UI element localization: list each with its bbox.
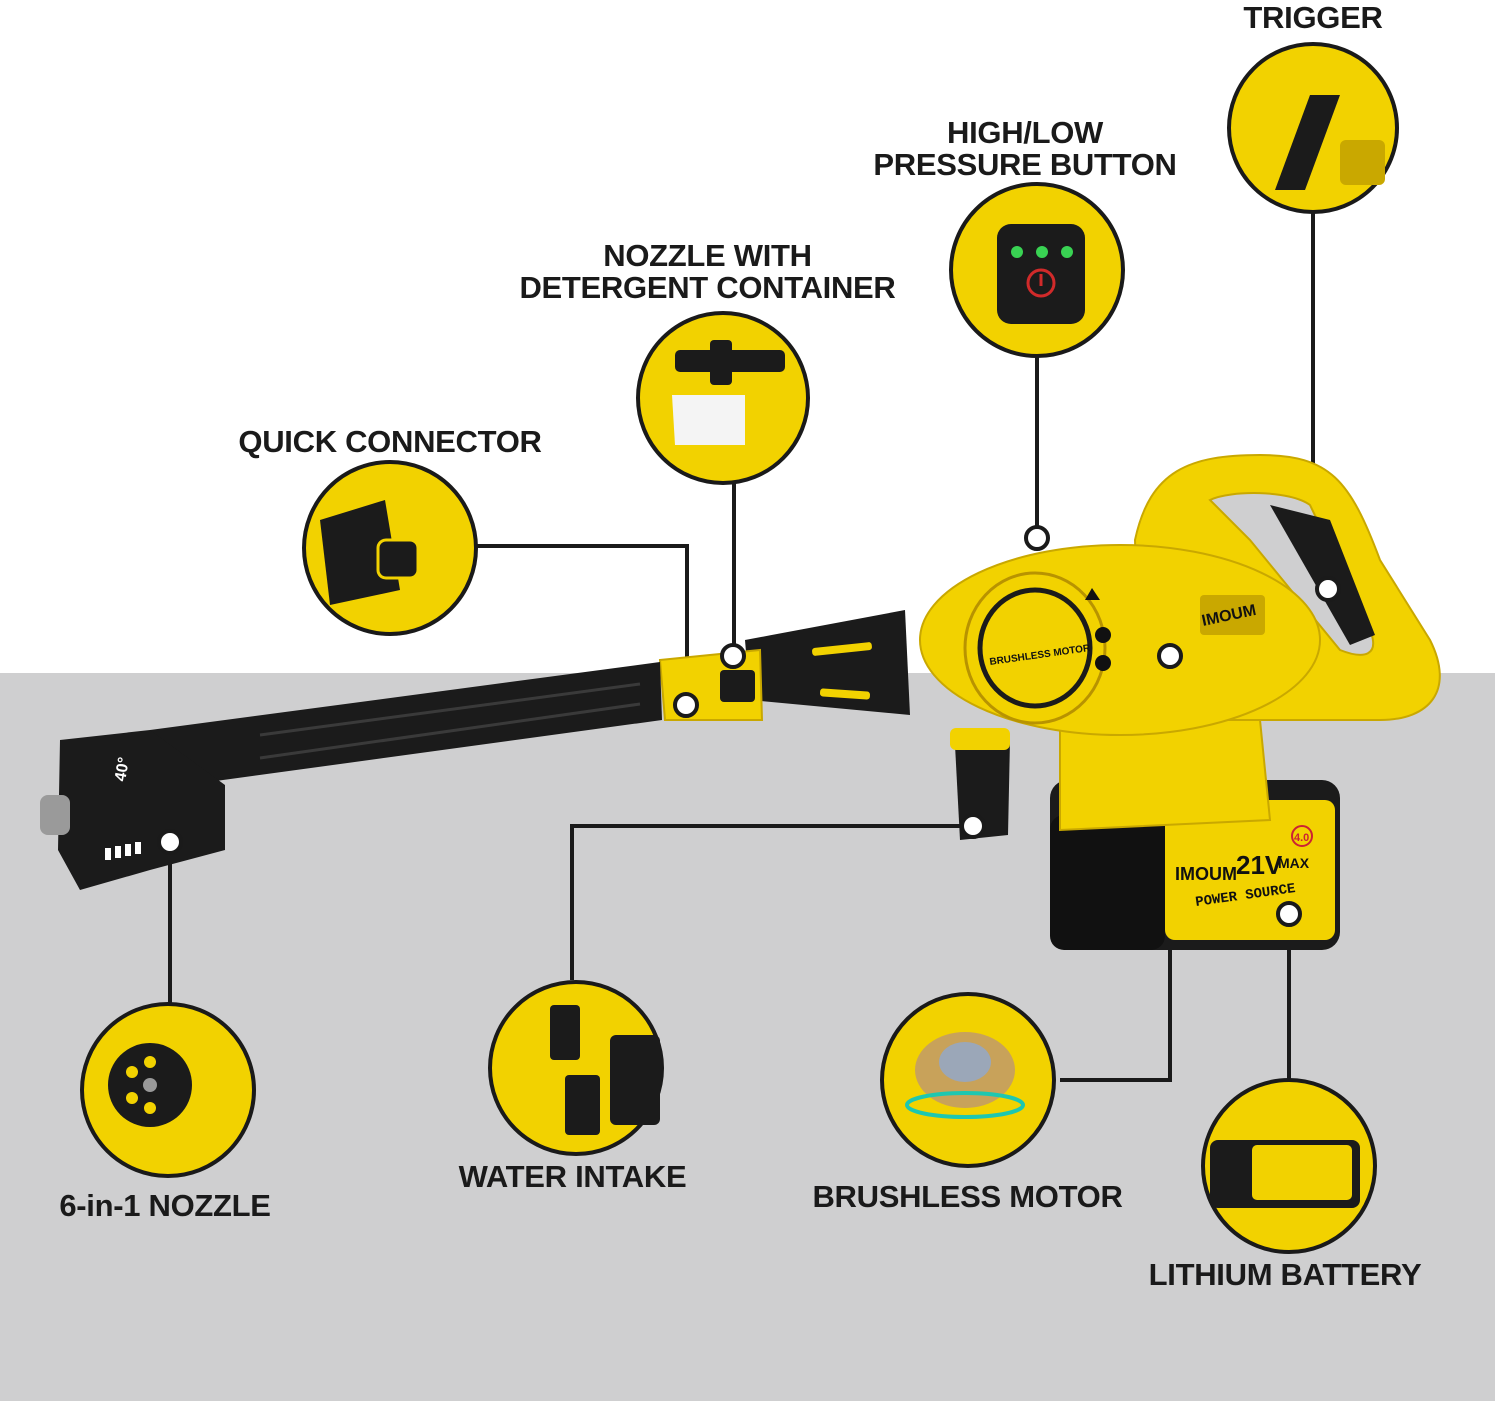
trigger-dot [1315, 576, 1341, 602]
callout-dots [157, 525, 1341, 927]
water-intake-callout-line [570, 824, 973, 980]
label-brushless-motor: BRUSHLESS MOTOR [812, 1179, 1123, 1214]
zoom-water-intake [488, 980, 664, 1156]
water-intake-dot [960, 813, 986, 839]
nozzle-dot [157, 829, 183, 855]
battery-pack: IMOUM 21V MAX POWER SOURCE 4.0 [1050, 780, 1340, 950]
label-water-intake: WATER INTAKE [458, 1159, 687, 1194]
barrel-assembly: 40° [40, 610, 1010, 890]
label-pressure-button: HIGH/LOW PRESSURE BUTTON [860, 117, 1190, 181]
pressure-dot [1024, 525, 1050, 551]
nozzle-angle-text: 40° [112, 756, 133, 783]
battery-capacity-text: 4.0 [1294, 832, 1309, 844]
zoom-nozzle-detergent [636, 311, 810, 485]
zoom-pressure-button [949, 182, 1125, 358]
label-quick-connector: QUICK CONNECTOR [238, 424, 542, 459]
label-pressure-button-line1: HIGH/LOW [946, 115, 1104, 150]
led-2-icon [1036, 246, 1048, 258]
power-icon [1026, 268, 1056, 298]
detergent-dot [720, 643, 746, 669]
label-six-in-one-nozzle: 6-in-1 NOZZLE [59, 1188, 271, 1223]
washer-body: BRUSHLESS MOTOR IMOUM [919, 453, 1441, 832]
label-pressure-button-line2: PRESSURE BUTTON [873, 147, 1177, 182]
zoom-brushless-motor [880, 992, 1056, 1168]
led-3-icon [1061, 246, 1073, 258]
label-trigger: TRIGGER [1243, 0, 1383, 35]
led-1-icon [1011, 246, 1023, 258]
label-nozzle-detergent-line1: NOZZLE WITH [603, 238, 812, 273]
zoom-trigger [1227, 42, 1399, 214]
motor-dot [1157, 643, 1183, 669]
label-nozzle-detergent: NOZZLE WITH DETERGENT CONTAINER [500, 240, 915, 304]
battery-max-text: MAX [1278, 855, 1310, 871]
battery-brand-text: IMOUM [1175, 864, 1237, 884]
label-lithium-battery: LITHIUM BATTERY [1148, 1257, 1422, 1292]
zoom-lithium-battery [1201, 1078, 1377, 1254]
battery-voltage-text: 21V [1236, 850, 1283, 880]
zoom-six-in-one-nozzle [80, 1002, 256, 1178]
quick-connector-callout-line [476, 544, 689, 705]
zoom-quick-connector [302, 460, 478, 636]
quick-connector-dot [673, 692, 699, 718]
label-nozzle-detergent-line2: DETERGENT CONTAINER [519, 270, 896, 305]
battery-dot [1276, 901, 1302, 927]
